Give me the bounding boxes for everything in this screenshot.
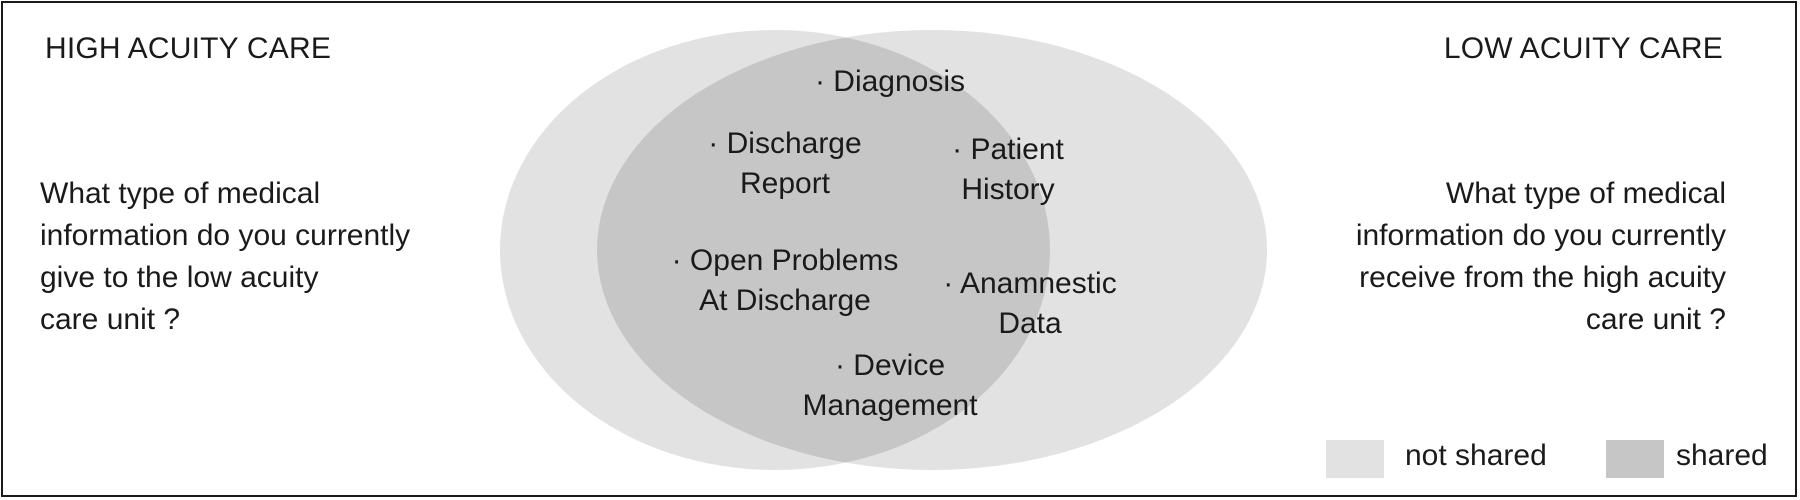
item-line: Management: [802, 389, 978, 422]
question-line: care unit ?: [1585, 303, 1726, 336]
shared-item-discharge-report: · Discharge Report: [690, 124, 880, 204]
question-line: What type of medical: [1445, 177, 1726, 210]
item-line: · Patient: [952, 133, 1064, 166]
question-line: care unit ?: [40, 303, 181, 336]
shared-item-anamnestic-data: · Anamnestic Data: [920, 264, 1140, 344]
question-line: receive from the high acuity: [1359, 261, 1726, 294]
shared-item-diagnosis: · Diagnosis: [795, 62, 985, 102]
item-line: · Anamnestic: [943, 267, 1117, 300]
item-line: · Device: [834, 349, 946, 382]
item-line: At Discharge: [699, 284, 871, 317]
shared-legend-label: shared: [1676, 439, 1768, 472]
high-acuity-question: What type of medical information do you …: [40, 173, 410, 341]
low-acuity-care-heading: LOW ACUITY CARE: [1443, 32, 1723, 65]
shared-overlap-region: [597, 30, 1050, 470]
shared-legend-swatch: [1606, 440, 1664, 478]
item-line: · Discharge: [708, 127, 862, 160]
question-line: information do you currently: [40, 219, 411, 252]
low-acuity-question: What type of medical information do you …: [1356, 173, 1726, 341]
shared-item-open-problems: · Open Problems At Discharge: [650, 241, 920, 321]
high-acuity-care-heading: HIGH ACUITY CARE: [45, 32, 332, 65]
shared-item-patient-history: · Patient History: [918, 130, 1098, 210]
question-line: information do you currently: [1355, 219, 1726, 252]
question-line: What type of medical: [40, 177, 321, 210]
not-shared-legend-label: not shared: [1405, 439, 1547, 472]
item-line: Report: [739, 167, 831, 200]
item-line: · Diagnosis: [814, 65, 966, 98]
item-line: Data: [998, 307, 1062, 340]
item-line: History: [961, 173, 1055, 206]
shared-item-device-management: · Device Management: [770, 346, 1010, 426]
item-line: · Open Problems: [671, 244, 899, 277]
not-shared-legend-swatch: [1326, 440, 1384, 478]
question-line: give to the low acuity: [40, 261, 319, 294]
